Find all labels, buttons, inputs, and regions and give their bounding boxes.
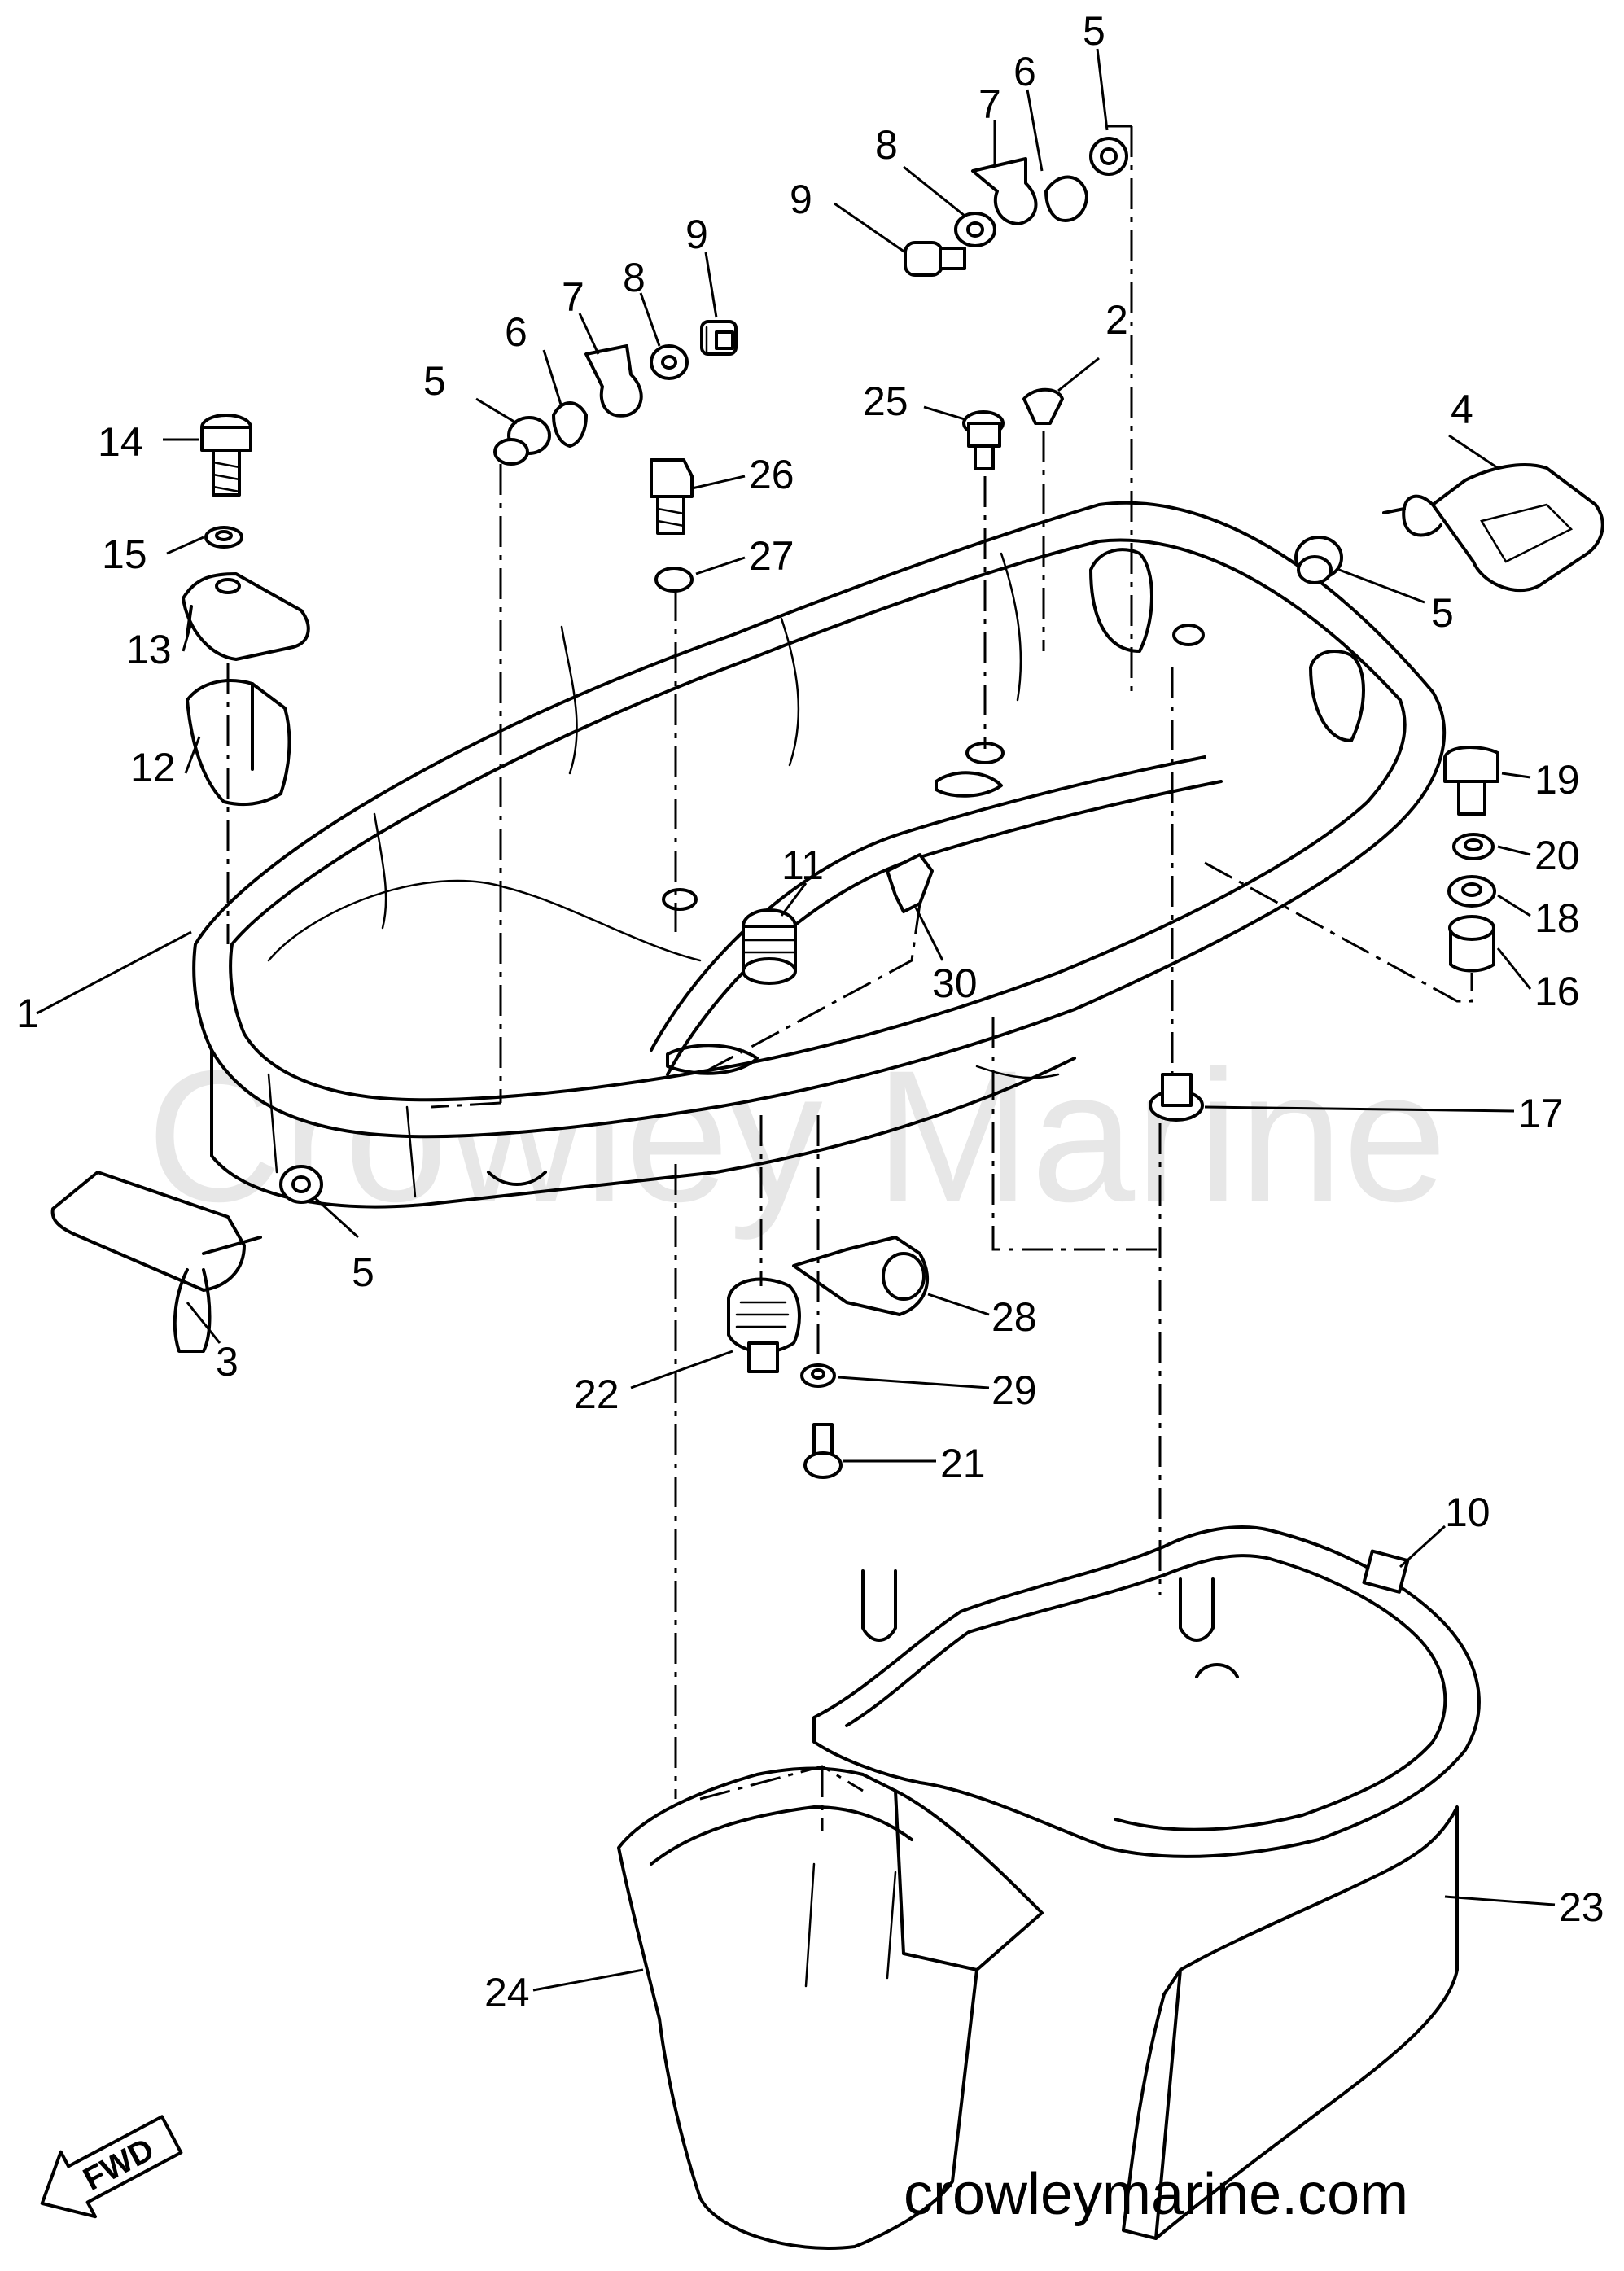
bolt-14-part (200, 414, 252, 497)
callout-25: 25 (863, 378, 908, 424)
callout-numbers: 1 2 3 4 5 5 5 5 6 6 7 7 8 8 9 9 10 11 12… (16, 8, 1604, 2015)
bolt-26-part (650, 458, 694, 535)
callout-27: 27 (749, 533, 794, 579)
plug-22-part (727, 1277, 801, 1373)
clamp-28-part (792, 1236, 929, 1316)
callout-4: 4 (1451, 387, 1473, 432)
clip-2-part (1022, 387, 1064, 425)
fitting-11-part (742, 908, 797, 985)
grommet-5c-part (1294, 536, 1343, 584)
washer-29-part (800, 1363, 836, 1388)
grommet-5b-part (1089, 137, 1128, 176)
cushion-12-part (186, 679, 291, 806)
callout-19: 19 (1534, 757, 1580, 803)
callout-24: 24 (484, 1970, 530, 2015)
callout-16: 16 (1534, 969, 1580, 1014)
callout-1: 1 (16, 991, 39, 1036)
callout-12: 12 (130, 745, 176, 790)
callout-20: 20 (1534, 833, 1580, 878)
callout-14: 14 (98, 419, 143, 465)
clip-6a-part (552, 401, 588, 448)
callout-6b: 6 (1013, 49, 1036, 94)
callout-21: 21 (940, 1441, 986, 1486)
callout-5a: 5 (423, 358, 446, 404)
side-panel-left-part (617, 1766, 1044, 2250)
bolt-9a-part (700, 320, 738, 356)
washer-18-part (1447, 875, 1496, 908)
fwd-arrow-icon: FWD (40, 2115, 183, 2219)
bolt-9b-part (904, 241, 966, 277)
washer-20-part (1452, 833, 1495, 860)
callout-6a: 6 (505, 309, 527, 355)
callout-7b: 7 (978, 81, 1001, 127)
callout-11: 11 (781, 842, 824, 888)
callout-18: 18 (1534, 895, 1580, 941)
callout-23: 23 (1559, 1884, 1604, 1930)
plate-7a-part (584, 344, 643, 418)
clip-6b-part (1044, 175, 1088, 222)
plate-7b-part (971, 157, 1038, 225)
callout-8a: 8 (623, 255, 646, 300)
callout-17: 17 (1518, 1091, 1564, 1136)
callout-22: 22 (574, 1372, 619, 1417)
screw-21-part (803, 1423, 843, 1479)
assembly-lines (226, 125, 1473, 1831)
leader-lines (36, 48, 1556, 1992)
washer-8b-part (954, 212, 996, 247)
washer-15-part (204, 526, 243, 549)
washer-8a-part (650, 344, 689, 380)
callout-2: 2 (1105, 297, 1128, 343)
website-url: crowleymarine.com (904, 2162, 1408, 2227)
callout-5c: 5 (1431, 590, 1454, 636)
callout-28: 28 (991, 1294, 1037, 1340)
callout-5d: 5 (1083, 8, 1105, 54)
grommet-5a-part (493, 416, 551, 466)
lever-4-part (1382, 462, 1604, 593)
callout-9b: 9 (790, 177, 812, 222)
callout-13: 13 (126, 627, 172, 672)
bracket-13-part (182, 572, 310, 661)
grommet-5d-part (279, 1165, 323, 1204)
side-panel-right-part (1122, 1805, 1459, 2240)
callout-5b: 5 (352, 1249, 374, 1295)
washer-27-part (654, 567, 694, 593)
bolt-19-part (1443, 746, 1499, 816)
lever-3-part (50, 1171, 262, 1353)
callout-29: 29 (991, 1367, 1037, 1413)
grommet-16-part (1448, 915, 1495, 973)
callout-10: 10 (1445, 1490, 1490, 1535)
callout-26: 26 (749, 452, 794, 497)
callout-30: 30 (932, 960, 978, 1006)
grommet-17-part (1149, 1073, 1204, 1122)
callout-3: 3 (216, 1339, 239, 1385)
callout-9a: 9 (685, 212, 708, 257)
bolt-25-part (962, 410, 1005, 470)
callout-15: 15 (102, 532, 147, 577)
lower-cover-part (812, 1525, 1481, 1858)
callout-8b: 8 (875, 122, 898, 168)
callout-7a: 7 (562, 274, 584, 320)
